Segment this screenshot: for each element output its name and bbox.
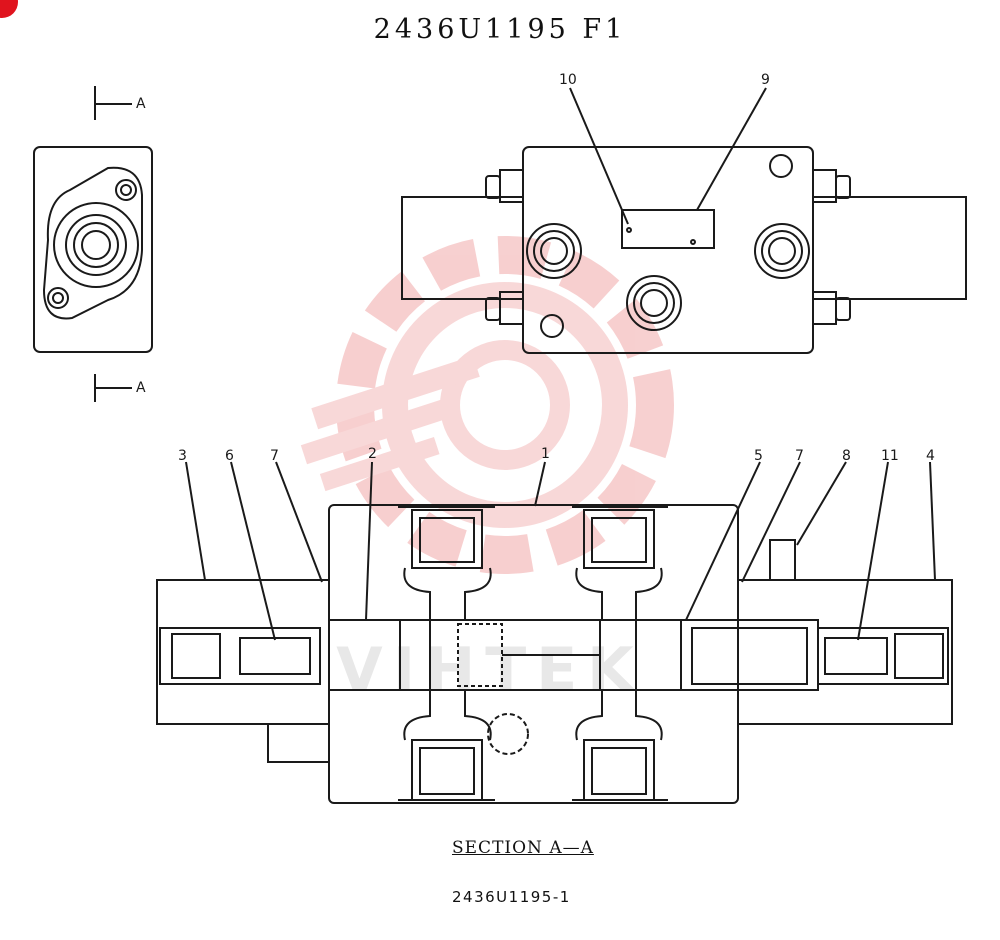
callout-2: 2 xyxy=(368,446,377,462)
callout-3: 3 xyxy=(178,448,187,464)
end-view xyxy=(33,86,153,402)
drawing-title: 2436U1195 F1 xyxy=(373,14,627,45)
watermark-text: VIHTEK xyxy=(336,635,643,705)
section-callouts: 3 6 7 2 1 5 7 8 11 4 xyxy=(178,446,935,464)
top-view xyxy=(401,87,967,354)
section-label: SECTION A—A xyxy=(452,838,594,858)
corner-badge xyxy=(0,0,18,18)
callout-10: 10 xyxy=(559,72,577,88)
section-view xyxy=(156,461,953,804)
callout-6: 6 xyxy=(225,448,234,464)
callout-11: 11 xyxy=(881,448,899,464)
callout-4: 4 xyxy=(926,448,935,464)
part-number: 2436U1195-1 xyxy=(452,888,571,906)
callout-7-left: 7 xyxy=(270,448,279,464)
watermark-logo xyxy=(300,236,674,574)
callout-7-right: 7 xyxy=(795,448,804,464)
callout-8: 8 xyxy=(842,448,851,464)
view-marker-top: A xyxy=(136,96,146,112)
callout-5: 5 xyxy=(754,448,763,464)
callout-1: 1 xyxy=(541,446,550,462)
callout-9: 9 xyxy=(761,72,770,88)
view-marker-bottom: A xyxy=(136,380,146,396)
